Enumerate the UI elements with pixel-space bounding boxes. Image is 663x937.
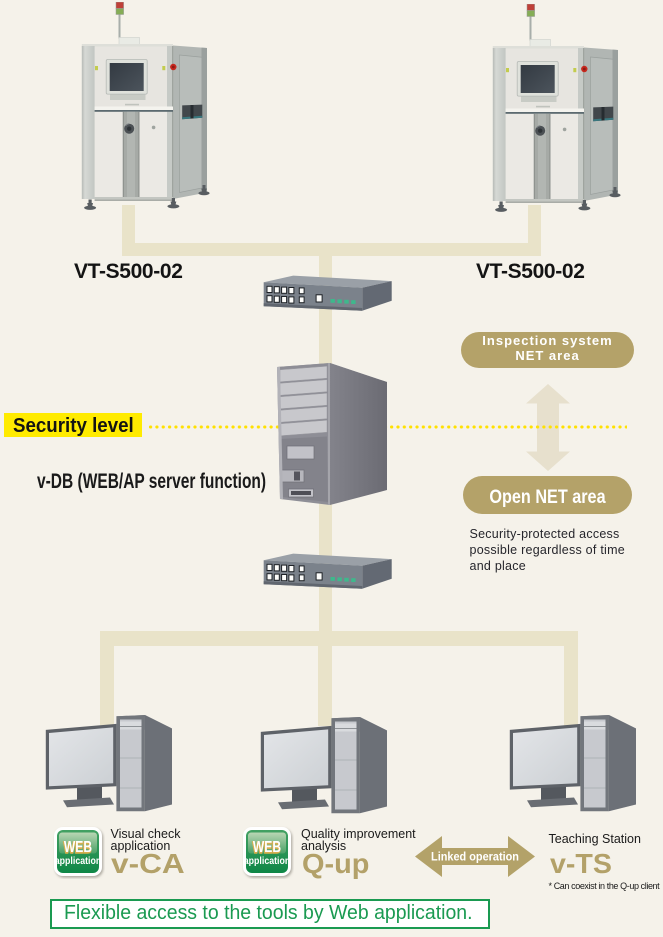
svg-text:application: application	[55, 855, 102, 867]
svg-text:WEB: WEB	[64, 837, 92, 855]
svg-text:WEB: WEB	[63, 838, 91, 856]
svg-text:Linked operation: Linked operation	[431, 851, 519, 863]
